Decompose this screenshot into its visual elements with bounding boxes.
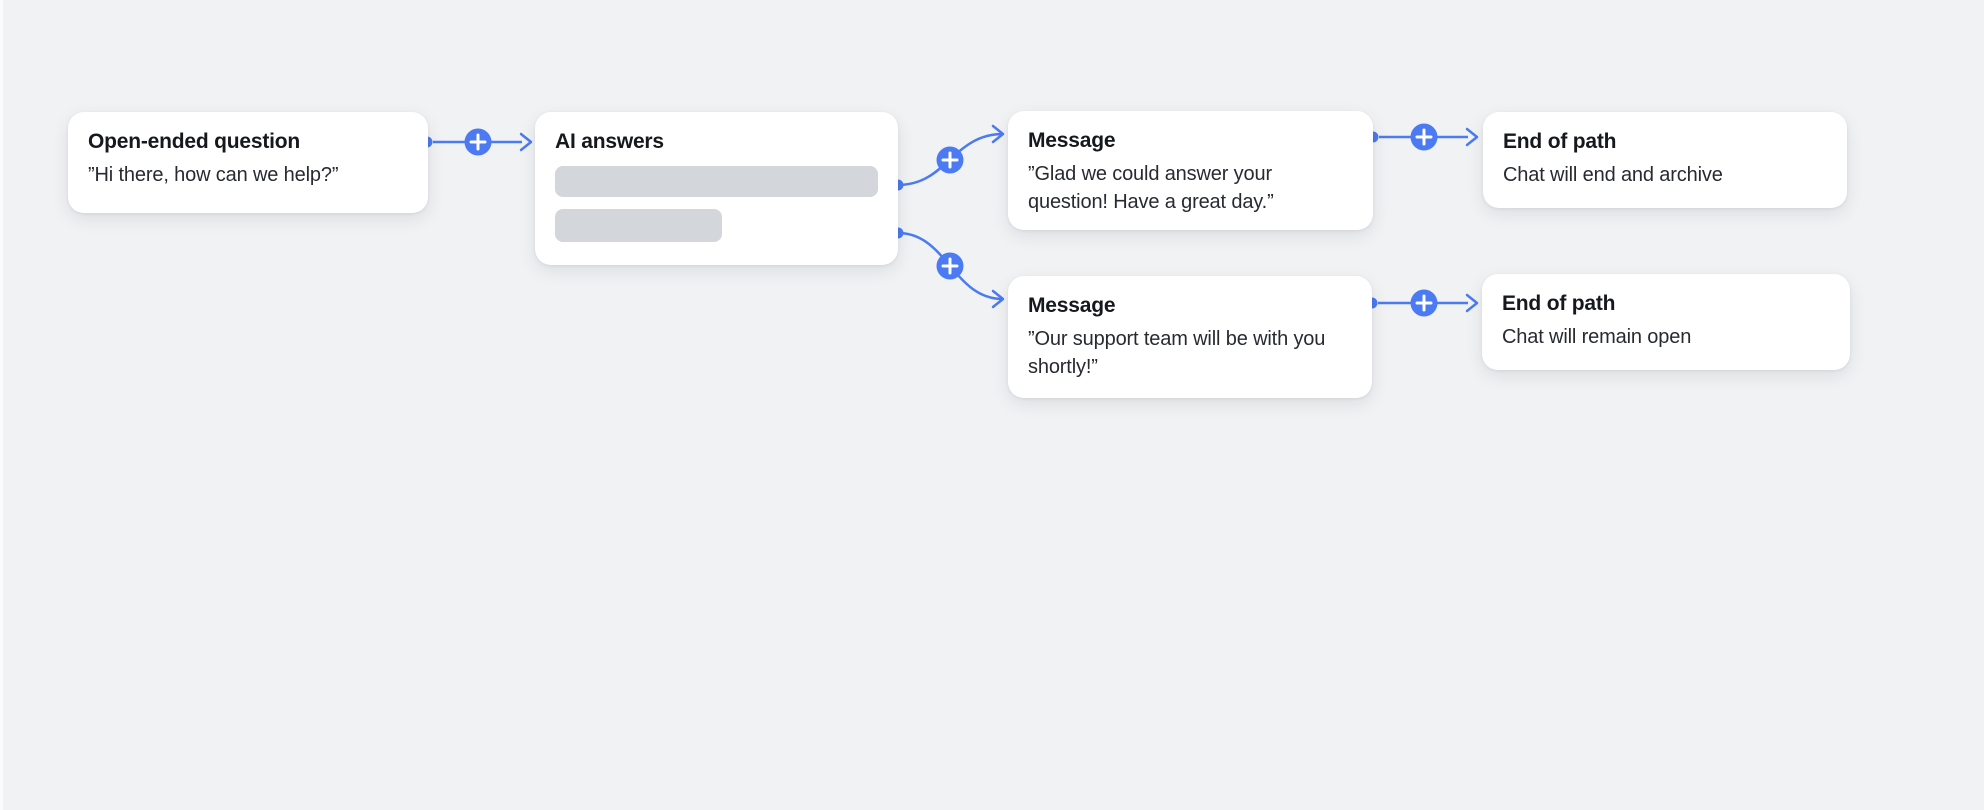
node-end-of-path-archive[interactable]: End of path Chat will end and archive	[1483, 112, 1847, 208]
add-step-button[interactable]	[1410, 289, 1438, 317]
arrowhead-icon	[991, 289, 1005, 309]
ai-answer-placeholder-bar	[555, 209, 722, 243]
plus-icon	[1415, 128, 1433, 146]
node-body: ”Hi there, how can we help?”	[88, 164, 339, 187]
add-step-button[interactable]	[936, 146, 964, 174]
connector-ai-to-message-support	[892, 227, 1005, 309]
node-body: ”Glad we could answer your question! Hav…	[1028, 163, 1274, 213]
node-title: Message	[1028, 129, 1116, 152]
node-end-of-path-open[interactable]: End of path Chat will remain open	[1482, 274, 1850, 370]
plus-icon	[941, 151, 959, 169]
connector-message-glad-to-end	[1367, 123, 1479, 151]
node-title: Open-ended question	[88, 130, 301, 153]
connector-ai-to-message-glad	[892, 124, 1005, 191]
node-title: Message	[1028, 294, 1116, 317]
node-ai-answers[interactable]: AI answers	[535, 112, 898, 265]
add-step-button[interactable]	[1410, 123, 1438, 151]
node-message-support[interactable]: Message ”Our support team will be with y…	[1008, 276, 1372, 398]
ai-answer-placeholder-bar	[555, 166, 878, 198]
canvas-left-edge	[0, 0, 3, 810]
connector-message-support-to-end	[1366, 289, 1479, 317]
arrowhead-icon	[991, 124, 1005, 144]
plus-icon	[469, 133, 487, 151]
node-body: Chat will remain open	[1502, 326, 1692, 349]
node-title: AI answers	[555, 130, 664, 153]
plus-icon	[941, 257, 959, 275]
add-step-button[interactable]	[936, 252, 964, 280]
node-body: ”Our support team will be with you short…	[1028, 328, 1326, 378]
node-body: Chat will end and archive	[1503, 164, 1723, 187]
node-title: End of path	[1502, 292, 1616, 315]
node-title: End of path	[1503, 130, 1617, 153]
plus-icon	[1415, 294, 1433, 312]
connector-open-ended-to-ai	[421, 128, 533, 156]
node-message-glad[interactable]: Message ”Glad we could answer your quest…	[1008, 111, 1373, 230]
add-step-button[interactable]	[464, 128, 492, 156]
node-open-ended-question[interactable]: Open-ended question ”Hi there, how can w…	[68, 112, 428, 213]
arrowhead-icon	[519, 132, 533, 152]
arrowhead-icon	[1465, 127, 1479, 147]
arrowhead-icon	[1465, 293, 1479, 313]
